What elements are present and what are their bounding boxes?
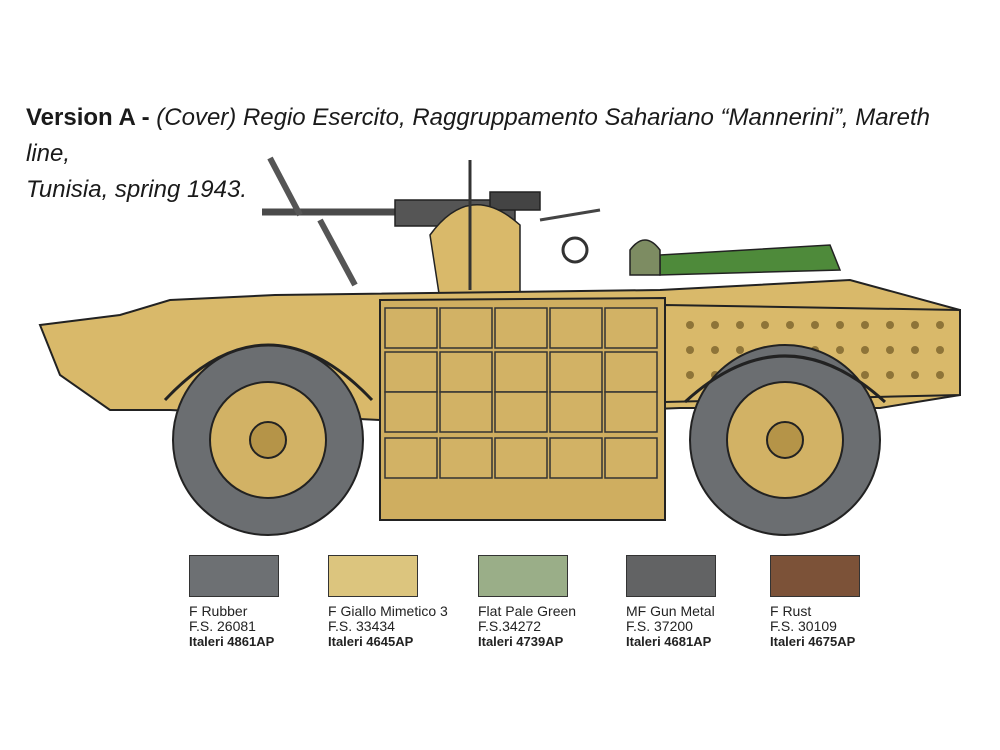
paint-label-rust: F Rust F.S. 30109 Italeri 4675AP xyxy=(770,603,856,650)
paint-fs: F.S. 33434 xyxy=(328,618,395,634)
paint-fs: F.S.34272 xyxy=(478,618,542,634)
paint-name: F Rust xyxy=(770,603,812,619)
paint-fs: F.S. 26081 xyxy=(189,618,256,634)
paint-label-giallo: F Giallo Mimetico 3 F.S. 33434 Italeri 4… xyxy=(328,603,448,650)
paint-swatch-pale-green xyxy=(478,555,568,597)
paint-label-gun-metal: MF Gun Metal F.S. 37200 Italeri 4681AP xyxy=(626,603,715,650)
paint-code: Italeri 4675AP xyxy=(770,634,856,649)
paint-swatch-rust xyxy=(770,555,860,597)
paint-code: Italeri 4861AP xyxy=(189,634,275,649)
caption-text-2: Tunisia, spring 1943. xyxy=(26,176,248,203)
paint-code: Italeri 4645AP xyxy=(328,634,414,649)
rear-wheel xyxy=(689,344,881,536)
rear-fender xyxy=(683,354,887,404)
paint-name: Flat Pale Green xyxy=(478,603,577,619)
paint-code: Italeri 4681AP xyxy=(626,634,712,649)
caption-text-1: (Cover) Regio Esercito, Raggruppamento S… xyxy=(26,104,930,167)
version-caption: Version A - (Cover) Regio Esercito, Ragg… xyxy=(26,100,976,208)
caption-line-1: Version A - (Cover) Regio Esercito, Ragg… xyxy=(26,100,976,172)
paint-label-pale-green: Flat Pale Green F.S.34272 Italeri 4739AP xyxy=(478,603,577,650)
front-wheel xyxy=(172,344,364,536)
paint-swatch-gun-metal xyxy=(626,555,716,597)
jerry-can-rack xyxy=(384,307,658,479)
paint-name: MF Gun Metal xyxy=(626,603,715,619)
machine-gun xyxy=(262,156,601,301)
paint-fs: F.S. 37200 xyxy=(626,618,693,634)
paint-name: F Giallo Mimetico 3 xyxy=(328,603,448,619)
version-label: Version A - xyxy=(26,104,150,131)
paint-label-rubber: F Rubber F.S. 26081 Italeri 4861AP xyxy=(189,603,275,650)
paint-swatch-giallo xyxy=(328,555,418,597)
paint-code: Italeri 4739AP xyxy=(478,634,564,649)
paint-name: F Rubber xyxy=(189,603,248,619)
paint-swatch-rubber xyxy=(189,555,279,597)
rear-stowage xyxy=(629,239,842,276)
paint-fs: F.S. 30109 xyxy=(770,618,837,634)
vehicle-illustration xyxy=(38,156,961,536)
front-fender xyxy=(163,343,374,402)
